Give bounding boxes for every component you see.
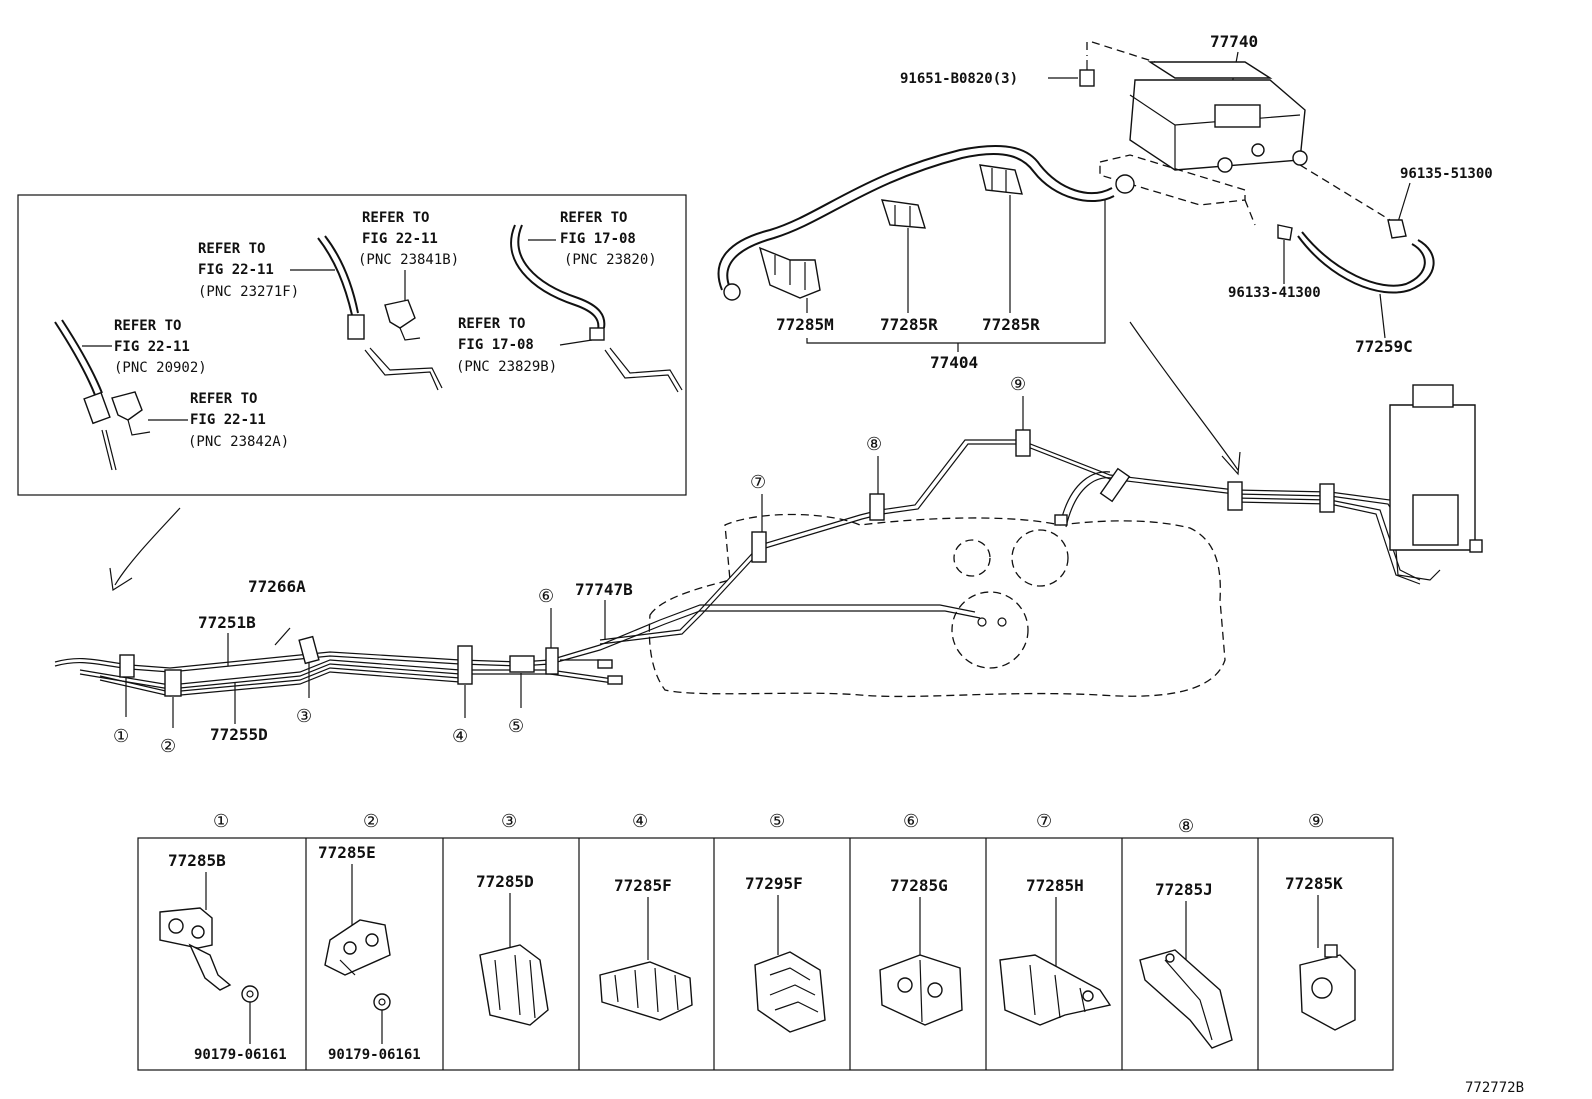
fuel-tank-outline — [648, 513, 1226, 698]
table-num-9: ⑨ — [1308, 811, 1324, 832]
table-part-8[interactable]: 77285J — [1155, 880, 1213, 899]
main-callouts: ① ② ③ ④ ⑤ ⑥ ⑦ ⑧ ⑨ — [113, 374, 1026, 757]
inset-ref-1-refer: REFER TO — [198, 241, 265, 257]
clamp-illustration-7 — [999, 954, 1112, 1026]
table-part-5[interactable]: 77295F — [745, 874, 803, 893]
hose-set: 77285M 77285R 77285R 77404 — [717, 144, 1135, 372]
table-num-7: ⑦ — [1036, 811, 1052, 832]
vent-hose-illustration — [1297, 235, 1435, 294]
table-num-1: ① — [213, 811, 229, 832]
callout-8[interactable]: ⑧ — [866, 434, 882, 455]
label-vent-hose[interactable]: 77259C — [1355, 337, 1413, 356]
label-tube-255[interactable]: 77255D — [210, 725, 268, 744]
label-tube-266[interactable]: 77266A — [248, 577, 306, 596]
clamp-illustration-9 — [1299, 944, 1356, 1031]
label-tube-747[interactable]: 77747B — [575, 580, 633, 599]
table-part-9[interactable]: 77285K — [1285, 874, 1343, 893]
clamp-illustration-3 — [479, 944, 549, 1026]
clamp-illustration-5 — [754, 951, 826, 1033]
inset-ref-3-pnc: (PNC 23820) — [564, 252, 657, 268]
canister-assembly: 77740 91651-B0820(3) 96135-51300 — [900, 32, 1493, 356]
inset-ref-5-pnc: (PNC 23829B) — [456, 359, 557, 375]
reference-inset: REFER TO FIG 22-11 (PNC 23271F) REFER TO… — [17, 194, 687, 496]
label-hose-clamp-r2[interactable]: 77285R — [982, 315, 1040, 334]
hose-clamp-m-illustration — [758, 246, 821, 299]
inset-ref-2-refer: REFER TO — [362, 210, 429, 226]
inset-ref-4-fig[interactable]: FIG 22-11 — [114, 339, 190, 355]
inset-ref-4-refer: REFER TO — [114, 318, 181, 334]
hose-clamp-r2-illustration — [979, 164, 1023, 195]
inset-ref-6-pnc: (PNC 23842A) — [188, 434, 289, 450]
table-extra-2[interactable]: 90179-06161 — [328, 1047, 421, 1063]
inset-hoses-illustration — [54, 224, 683, 471]
callout-1[interactable]: ① — [113, 726, 129, 747]
label-hose-clamp-m[interactable]: 77285M — [776, 315, 834, 334]
clamp-illustration-6 — [879, 954, 963, 1026]
inset-ref-1-fig[interactable]: FIG 22-11 — [198, 262, 274, 278]
clamp-table: ① ② ③ ④ ⑤ ⑥ ⑦ ⑧ ⑨ 77285B 77285E 77285D 7… — [137, 811, 1394, 1071]
table-num-5: ⑤ — [769, 811, 785, 832]
inset-ref-5-refer: REFER TO — [458, 316, 525, 332]
table-part-6[interactable]: 77285G — [890, 876, 948, 895]
inset-ref-1-pnc: (PNC 23271F) — [198, 284, 299, 300]
table-part-1[interactable]: 77285B — [168, 851, 226, 870]
inset-ref-4-pnc: (PNC 20902) — [114, 360, 207, 376]
inset-ref-2-pnc: (PNC 23841B) — [358, 252, 459, 268]
label-tube-251[interactable]: 77251B — [198, 613, 256, 632]
table-num-8: ⑧ — [1178, 816, 1194, 837]
callout-6[interactable]: ⑥ — [538, 586, 554, 607]
label-hose-clamp-r1[interactable]: 77285R — [880, 315, 938, 334]
inset-ref-5-fig[interactable]: FIG 17-08 — [458, 337, 534, 353]
table-extra-1[interactable]: 90179-06161 — [194, 1047, 287, 1063]
table-part-4[interactable]: 77285F — [614, 876, 672, 895]
clamp-illustration-1 — [159, 907, 259, 1003]
table-part-3[interactable]: 77285D — [476, 872, 534, 891]
table-part-7[interactable]: 77285H — [1026, 876, 1084, 895]
callout-3[interactable]: ③ — [296, 706, 312, 727]
clip-a-illustration — [1387, 219, 1407, 239]
table-num-3: ③ — [501, 811, 517, 832]
label-clip-b[interactable]: 96133-41300 — [1228, 285, 1321, 301]
clamp-illustration-2 — [324, 919, 391, 1011]
tube-bundle — [54, 384, 1483, 697]
inset-ref-6-refer: REFER TO — [190, 391, 257, 407]
table-num-2: ② — [363, 811, 379, 832]
label-hose-set[interactable]: 77404 — [930, 353, 978, 372]
inset-ref-2-fig[interactable]: FIG 22-11 — [362, 231, 438, 247]
table-num-4: ④ — [632, 811, 648, 832]
diagram-id: 772772B — [1465, 1080, 1524, 1096]
clip-b-illustration — [1277, 224, 1293, 241]
hose-illustration — [717, 144, 1113, 291]
hose-clamp-r1-illustration — [880, 199, 926, 229]
callout-2[interactable]: ② — [160, 736, 176, 757]
callout-7[interactable]: ⑦ — [750, 472, 766, 493]
label-canister-bolt[interactable]: 91651-B0820(3) — [900, 71, 1018, 87]
table-num-6: ⑥ — [903, 811, 919, 832]
callout-5[interactable]: ⑤ — [508, 716, 524, 737]
callout-4[interactable]: ④ — [452, 726, 468, 747]
canister-illustration — [1129, 61, 1308, 173]
label-clip-a[interactable]: 96135-51300 — [1400, 166, 1493, 182]
inset-ref-3-refer: REFER TO — [560, 210, 627, 226]
bolt-illustration — [1079, 60, 1095, 87]
arrow-inset — [114, 507, 181, 586]
table-part-2[interactable]: 77285E — [318, 843, 376, 862]
callout-9[interactable]: ⑨ — [1010, 374, 1026, 395]
arrow-canister — [1129, 321, 1239, 471]
inset-ref-3-fig[interactable]: FIG 17-08 — [560, 231, 636, 247]
clamp-illustration-8 — [1139, 949, 1233, 1049]
clamp-illustration-4 — [599, 961, 693, 1021]
inset-ref-6-fig[interactable]: FIG 22-11 — [190, 412, 266, 428]
label-canister[interactable]: 77740 — [1210, 32, 1258, 51]
